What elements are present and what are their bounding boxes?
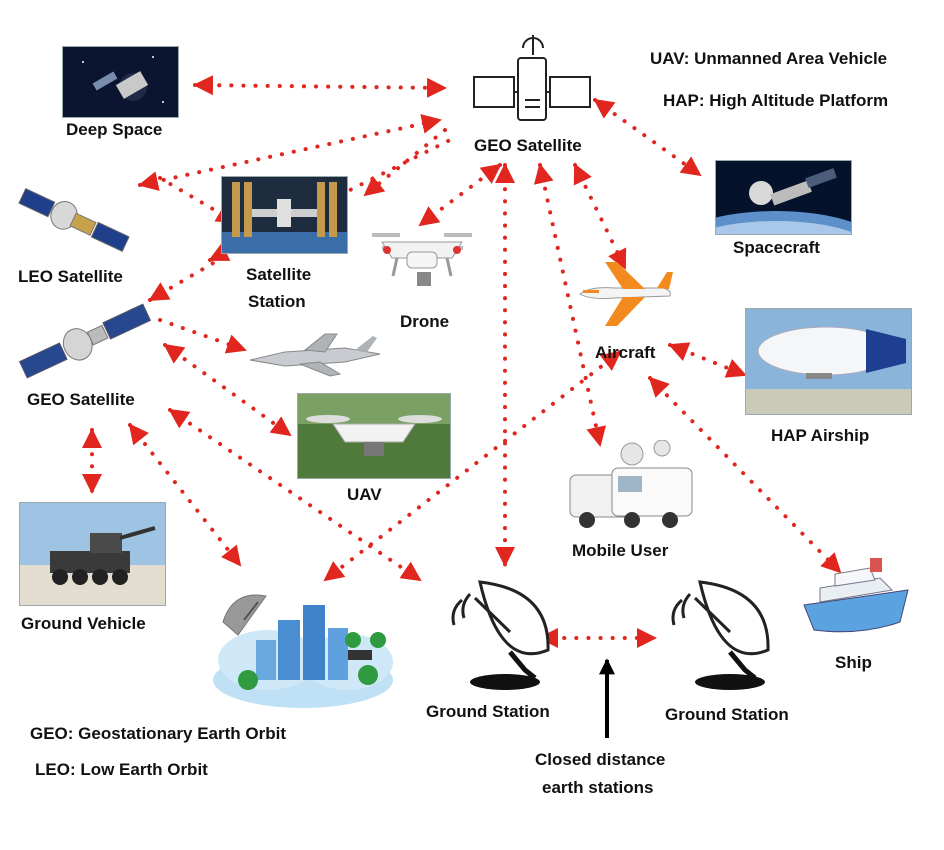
legend-uav: UAV: Unmanned Area Vehicle xyxy=(650,49,888,68)
drone-icon xyxy=(372,233,472,286)
legend-geo: GEO: Geostationary Earth Orbit xyxy=(30,724,286,743)
link-arrow-9 xyxy=(158,318,247,354)
link-arrow-12 xyxy=(533,163,607,447)
ground-vehicle-label: Ground Vehicle xyxy=(21,614,146,633)
spacecraft-image xyxy=(715,160,852,235)
ship-icon xyxy=(803,558,909,633)
link-arrow-1 xyxy=(193,75,447,98)
link-arrow-6 xyxy=(418,163,502,227)
ground-station-2-label: Ground Station xyxy=(665,705,789,724)
geo-satellite-top-label: GEO Satellite xyxy=(474,136,582,155)
aircraft-icon xyxy=(579,262,673,326)
link-arrow-16 xyxy=(323,350,622,582)
hap-airship-image xyxy=(745,308,912,415)
link-arrow-11 xyxy=(573,163,627,270)
geo-satellite-icon xyxy=(473,35,591,121)
geo-satellite-left-label: GEO Satellite xyxy=(27,390,135,409)
drone-label: Drone xyxy=(400,312,450,331)
link-arrow-8 xyxy=(148,260,217,302)
link-arrow-10 xyxy=(163,343,292,437)
link-arrow-2 xyxy=(138,114,442,191)
city-antenna-icon xyxy=(213,594,393,708)
closed-distance-line1: Closed distance xyxy=(535,750,666,769)
deep-space-image xyxy=(62,46,179,118)
legend-leo: LEO: Low Earth Orbit xyxy=(35,760,208,779)
ground-station-1-icon xyxy=(451,580,550,690)
mobile-user-icon xyxy=(569,440,693,528)
deep-space-label: Deep Space xyxy=(66,120,163,139)
ship-label: Ship xyxy=(835,653,872,672)
ground-vehicle-image xyxy=(19,502,166,606)
link-arrow-4 xyxy=(593,98,702,177)
link-arrow-5 xyxy=(363,128,447,197)
hap-airship-label: HAP Airship xyxy=(771,426,870,445)
geo-satellite-left-icon xyxy=(18,303,152,379)
leo-satellite-label: LEO Satellite xyxy=(18,267,123,286)
satellite-station-label-line1: Satellite xyxy=(246,265,312,284)
uav-image xyxy=(297,393,451,479)
leo-satellite-icon xyxy=(18,187,130,253)
satellite-station-image xyxy=(221,176,348,254)
aircraft-label: Aircraft xyxy=(595,343,656,362)
uav-label: UAV xyxy=(347,485,382,504)
fighter-jet-icon xyxy=(249,333,381,377)
link-arrow-14 xyxy=(668,342,747,378)
closed-distance-line2: earth stations xyxy=(542,778,654,797)
spacecraft-label: Spacecraft xyxy=(733,238,820,257)
legend-hap: HAP: High Altitude Platform xyxy=(663,91,889,110)
ground-station-2-icon xyxy=(671,580,770,690)
ground-station-1-label: Ground Station xyxy=(426,702,550,721)
mobile-user-label: Mobile User xyxy=(572,541,669,560)
satellite-station-label-line2: Station xyxy=(248,292,306,311)
